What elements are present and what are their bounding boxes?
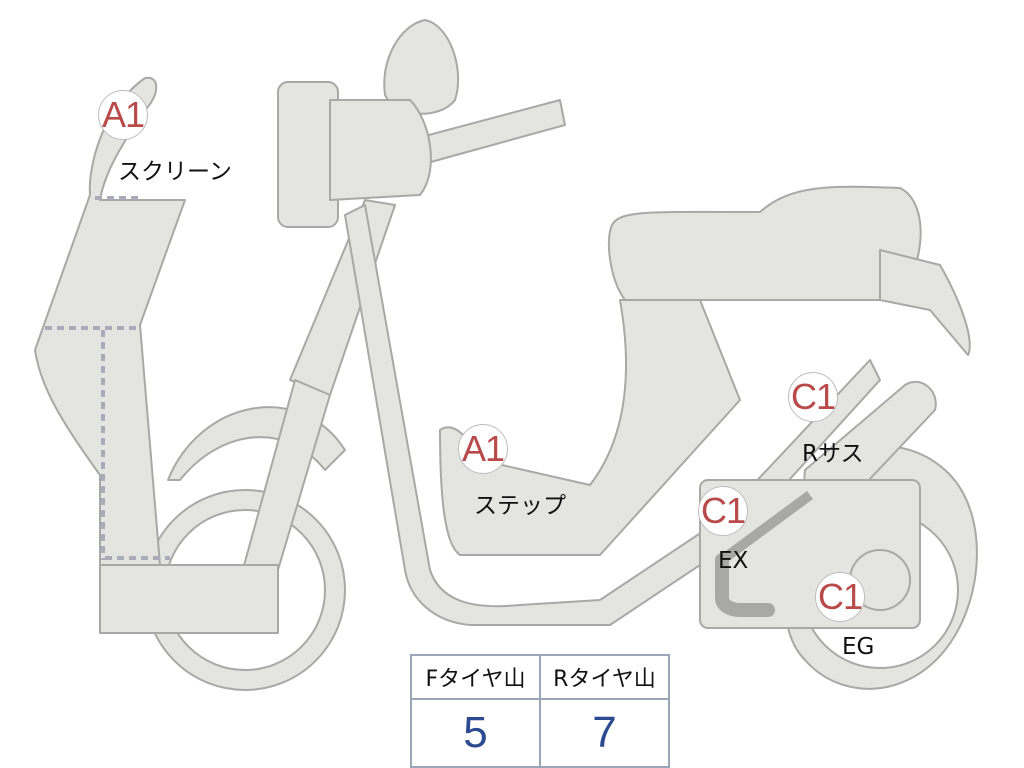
front-tire-value: 5	[410, 698, 541, 768]
windshield	[383, 19, 460, 115]
head-cowl	[329, 99, 432, 201]
part-code-badge-rear-suspension: C1	[788, 372, 838, 422]
rear-tire-header: Rタイヤ山	[539, 654, 670, 700]
part-code-badge-exhaust: C1	[698, 486, 748, 536]
front-tire-header: Fタイヤ山	[410, 654, 541, 700]
part-label-rear-suspension: Rサス	[802, 441, 864, 467]
part-code-badge-engine: C1	[815, 572, 865, 622]
exhaust-pipe	[715, 553, 775, 617]
front-footboard	[99, 564, 279, 634]
part-label-step: ステップ	[474, 493, 566, 519]
part-label-engine: EG	[842, 634, 875, 660]
part-label-exhaust: EX	[718, 548, 749, 574]
exhaust-link	[719, 490, 813, 565]
part-code-badge-step: A1	[458, 424, 508, 474]
tail-cowl	[879, 249, 971, 356]
part-code-badge-screen: A1	[98, 90, 148, 140]
rear-body	[607, 185, 922, 301]
leg-shield	[34, 76, 186, 566]
part-label-screen: スクリーン	[118, 159, 232, 185]
tire-tread-table: Fタイヤ山 Rタイヤ山 5 7	[410, 654, 670, 768]
rear-tire-value: 7	[539, 698, 670, 768]
